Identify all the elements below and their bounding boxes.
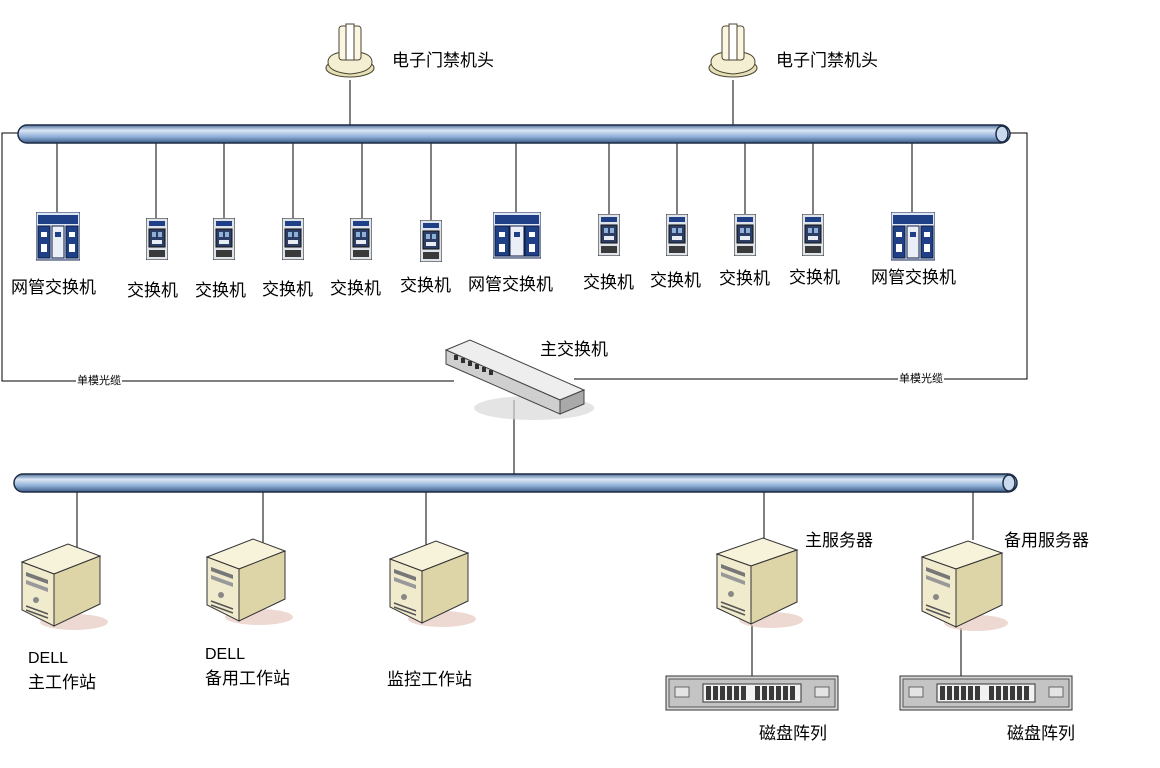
bottom-backbone-bus [13,473,1018,493]
top-backbone-bus [17,124,1011,144]
switch-icon [733,213,757,260]
managed-switch-icon [35,211,81,266]
switch-label: 网管交换机 [468,275,553,294]
workstation-icon [18,540,110,636]
workstation-brand: DELL [28,650,69,667]
workstation-icon [386,537,478,633]
fiber-label-left: 单模光缆 [76,374,122,387]
disk-array-icon [899,675,1073,717]
core-switch-icon [444,338,594,426]
fiber-cable-right [574,132,1028,380]
door-access-head-icon [707,22,759,86]
switch-icon [801,213,825,260]
workstation-label: 备用工作站 [205,669,290,689]
switch-icon [597,213,621,260]
switch-icon [349,217,373,264]
main-switch-label: 主交换机 [540,340,608,360]
door-head-label: 电子门禁机头 [776,51,878,71]
switch-label: 交换机 [650,271,701,291]
switch-label: 交换机 [719,269,770,289]
server-icon [713,534,805,634]
server-label: 主服务器 [805,531,873,551]
switch-label: 交换机 [262,280,313,300]
fiber-cable-left [1,132,454,382]
switch-label: 交换机 [195,281,246,301]
server-label: 备用服务器 [1004,531,1089,551]
switch-icon [212,217,236,264]
workstation-brand: DELL [205,646,246,663]
workstation-label: 主工作站 [28,673,96,693]
switch-label: 交换机 [789,268,840,288]
switch-icon [665,213,689,260]
disk-array-icon [665,675,839,717]
switch-icon [145,217,169,264]
disk-array-label: 磁盘阵列 [1007,724,1075,744]
switch-label: 交换机 [400,276,451,296]
workstation-label: 监控工作站 [387,670,472,690]
switch-icon [419,219,443,266]
door-access-head-icon [324,22,376,86]
switch-icon [281,217,305,264]
door-head-label: 电子门禁机头 [392,51,494,71]
switch-label: 交换机 [583,273,634,293]
switch-label: 交换机 [127,281,178,301]
managed-switch-icon [492,211,542,264]
workstation-icon [203,535,295,631]
fiber-label-right: 单模光缆 [898,372,944,385]
switch-label: 网管交换机 [11,278,96,297]
disk-array-label: 磁盘阵列 [759,724,827,744]
switch-label: 网管交换机 [871,268,956,287]
server-icon [918,537,1010,637]
switch-label: 交换机 [330,279,381,299]
managed-switch-icon [890,211,936,266]
